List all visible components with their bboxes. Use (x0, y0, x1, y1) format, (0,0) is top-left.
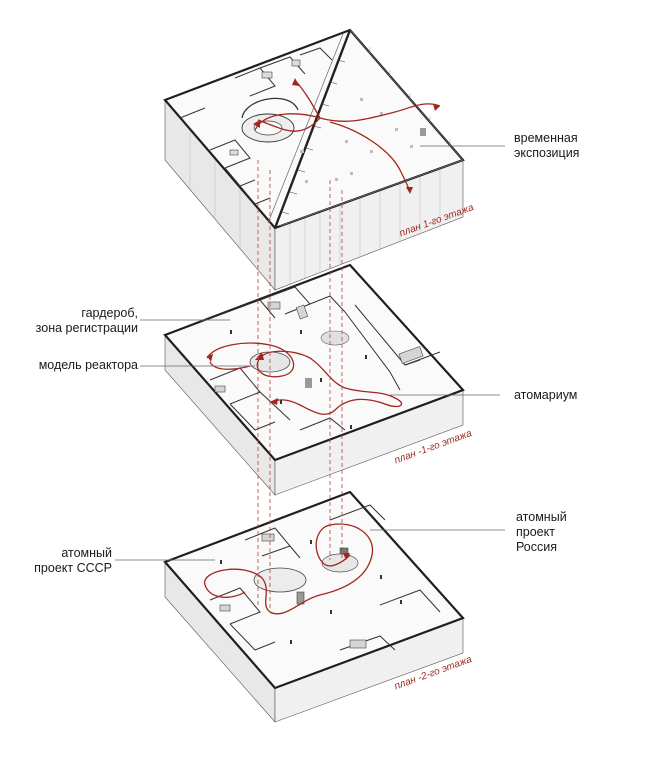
label-atomic-project-russia: атомный проект Россия (516, 510, 567, 555)
floor-plan-minus-2 (163, 490, 465, 723)
floor-minus-1-slab (163, 263, 465, 462)
label-atomic-project-ussr-line-1: атомный (61, 546, 112, 560)
label-cloakroom-line-1: гардероб, (81, 306, 138, 320)
vertical-connectors (257, 160, 343, 610)
label-cloakroom-line-2: зона регистрации (35, 321, 138, 335)
label-atomic-project-russia-line-2: проект (516, 525, 555, 539)
floor-1-route (254, 79, 441, 193)
floor-plan-minus-1 (163, 263, 465, 496)
label-temporary-exhibition-line-1: временная (514, 131, 578, 145)
label-temporary-exhibition: временная экспозиция (514, 131, 579, 161)
floor-minus-2-route (204, 523, 374, 615)
label-atomic-project-ussr-line-2: проект СССР (34, 561, 112, 575)
label-temporary-exhibition-line-2: экспозиция (514, 146, 580, 160)
label-atomic-project-russia-line-1: атомный (516, 510, 567, 524)
floor-plan-1 (163, 28, 465, 291)
label-atomarium: атомариум (514, 388, 578, 402)
floor-1-diagonal-wall (273, 29, 352, 229)
floor-minus-2-rotunda (253, 567, 307, 593)
floor-minus-1-route (206, 342, 403, 415)
label-atomic-project-ussr: атомный проект СССР (2, 546, 112, 576)
label-atomic-project-russia-line-3: Россия (516, 540, 557, 554)
leader-lines (115, 145, 505, 561)
floor-minus-2-slab (163, 490, 465, 690)
label-cloakroom: гардероб, зона регистрации (8, 306, 138, 336)
label-reactor-model: модель реактора (38, 358, 138, 372)
